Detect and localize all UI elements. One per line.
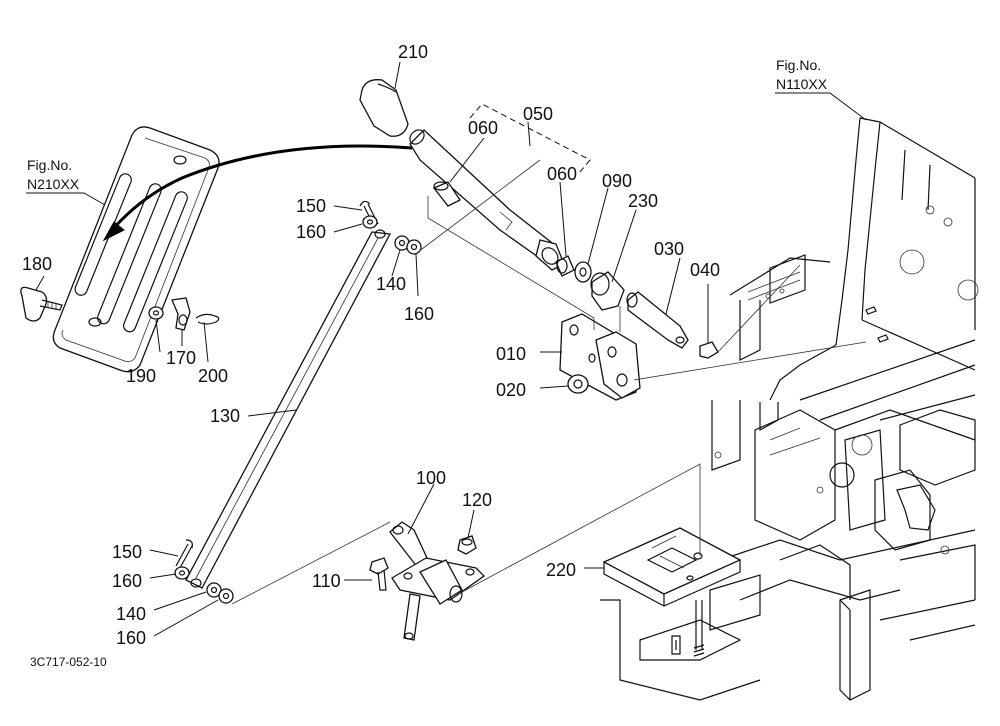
- label-040: 040: [690, 260, 720, 280]
- label-150-lower: 150: [112, 542, 142, 562]
- fig-ref-left-line1: Fig.No.: [27, 157, 72, 173]
- lever-grip-210: [359, 79, 409, 137]
- label-160-upper-left: 160: [296, 222, 326, 242]
- spring-pin-200: [195, 313, 220, 325]
- fig-ref-right-line2: N110XX: [776, 76, 828, 92]
- washer-140-lower: [206, 582, 222, 598]
- part-labels: 210 050 060 060 090 230 030 040 150 160 …: [22, 42, 720, 648]
- label-140-upper: 140: [376, 274, 406, 294]
- cotter-pin-150-lower: [175, 539, 193, 569]
- label-230: 230: [628, 191, 658, 211]
- label-060-left: 060: [468, 118, 498, 138]
- washer-190: [148, 306, 164, 320]
- drawing-code: 3C717-052-10: [30, 655, 107, 669]
- guide-plate-panel: [52, 126, 220, 373]
- pivot-bracket-100: [389, 521, 486, 641]
- washer-160-lower-left: [174, 566, 190, 580]
- label-100: 100: [416, 468, 446, 488]
- label-030: 030: [654, 239, 684, 259]
- fig-ref-right: Fig.No. N110XX: [775, 57, 867, 121]
- label-090: 090: [602, 171, 632, 191]
- bolt-110: [369, 557, 389, 591]
- bushing-060-left: [432, 181, 461, 207]
- label-050: 050: [523, 104, 553, 124]
- fig-ref-right-line1: Fig.No.: [776, 57, 821, 73]
- label-190: 190: [126, 366, 156, 386]
- label-220: 220: [546, 560, 576, 580]
- label-010: 010: [496, 344, 526, 364]
- bushing-060-right: [555, 255, 575, 277]
- clamp-170: [171, 297, 191, 331]
- fig-ref-left-line2: N210XX: [27, 176, 80, 192]
- plate-220: [602, 527, 742, 657]
- nut-020: [567, 374, 589, 394]
- label-130: 130: [210, 406, 240, 426]
- washer-160-upper-left: [362, 215, 378, 229]
- label-160-lower-left: 160: [112, 571, 142, 591]
- link-rod-130: [185, 229, 392, 589]
- label-210: 210: [398, 42, 428, 62]
- label-160-upper-right: 160: [404, 304, 434, 324]
- nut-040: [699, 341, 719, 359]
- label-160-lower-right: 160: [116, 628, 146, 648]
- label-180: 180: [22, 254, 52, 274]
- rod-030: [626, 291, 689, 349]
- washer-160-upper-right: [406, 239, 422, 255]
- label-060-right: 060: [547, 164, 577, 184]
- washer-160-lower-right: [218, 588, 234, 604]
- lever-050: [409, 129, 565, 271]
- tractor-body: [600, 117, 979, 701]
- label-150-upper: 150: [296, 196, 326, 216]
- curved-indicator-arrow: [102, 144, 413, 242]
- nut-120: [457, 535, 477, 555]
- label-120: 120: [462, 490, 492, 510]
- label-020: 020: [496, 380, 526, 400]
- label-110: 110: [312, 571, 341, 591]
- leader-lines: [35, 61, 867, 637]
- fig-ref-left: Fig.No. N210XX: [26, 157, 106, 206]
- label-140-lower: 140: [116, 604, 146, 624]
- washer-090: [574, 261, 592, 283]
- label-170: 170: [166, 348, 196, 368]
- knob-180: [20, 286, 63, 322]
- label-200: 200: [198, 366, 228, 386]
- collar-230: [590, 271, 625, 311]
